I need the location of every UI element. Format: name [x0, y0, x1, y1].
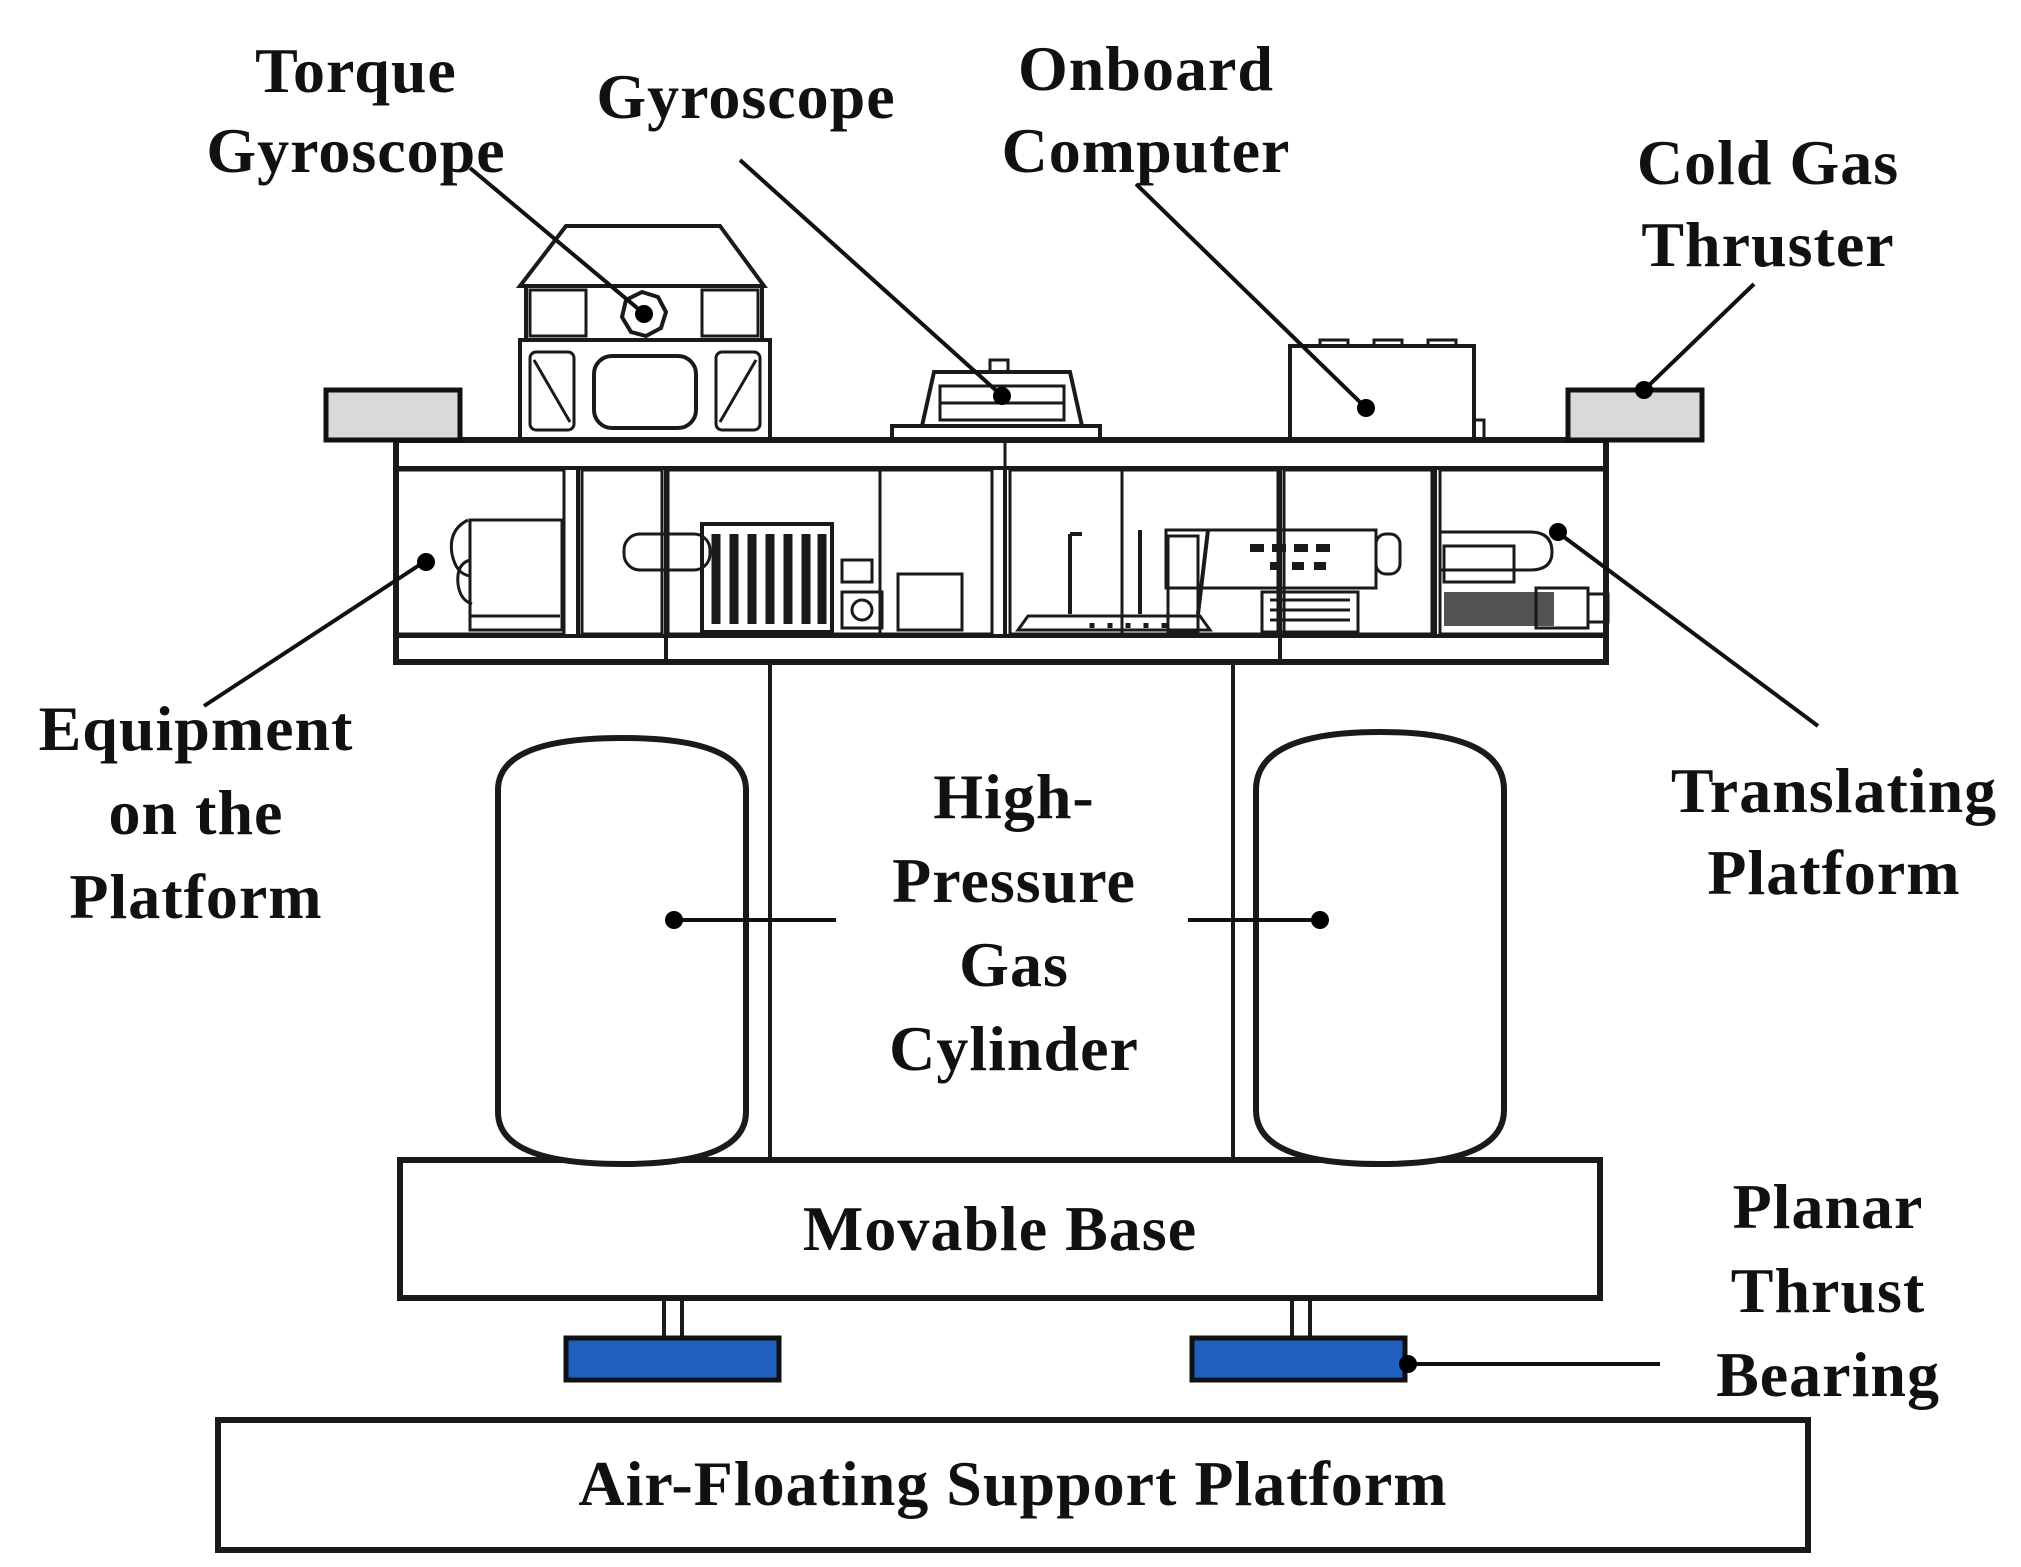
thrust-bearing-right — [1189, 1296, 1408, 1383]
gyroscope-device — [890, 358, 1102, 442]
leader-lines — [202, 158, 1820, 1373]
equipment-label-line1: Equipment — [39, 693, 354, 764]
torque-gyroscope-label-line2: Gyroscope — [206, 115, 505, 186]
equipment-label-line3: Platform — [69, 861, 322, 932]
translating-platform-label-line2: Platform — [1707, 837, 1960, 908]
equipment-label-line2: on the — [109, 777, 284, 848]
planar-thrust-bearing-label-line3: Bearing — [1716, 1339, 1940, 1410]
gyroscope-label: Gyroscope — [596, 61, 895, 132]
movable-base — [397, 1157, 1603, 1301]
planar-thrust-bearing-label-line2: Thrust — [1731, 1255, 1926, 1326]
platform-equipment — [449, 518, 1610, 634]
onboard-computer-label-line2: Computer — [1002, 115, 1291, 186]
torque-gyroscope-device — [515, 224, 772, 442]
onboard-computer-device — [1288, 338, 1486, 442]
air-floating-platform-label: Air-Floating Support Platform — [578, 1448, 1447, 1519]
planar-thrust-bearing-label-line1: Planar — [1733, 1171, 1924, 1242]
thrust-bearing-left — [563, 1296, 782, 1383]
cold-gas-thruster-right — [1565, 387, 1705, 443]
gas-cylinder-label-line3: Gas — [959, 929, 1069, 1000]
gas-cylinder-label-line4: Cylinder — [889, 1013, 1139, 1084]
onboard-computer-label-line1: Onboard — [1018, 33, 1274, 104]
translating-platform-label-line1: Translating — [1671, 755, 1997, 826]
gas-cylinder-label-line2: Pressure — [892, 845, 1136, 916]
gas-cylinder-left — [495, 734, 749, 1168]
translating-platform — [393, 437, 1609, 665]
torque-gyroscope-label-line1: Torque — [255, 35, 457, 106]
gas-cylinder-right — [1253, 728, 1507, 1168]
gas-cylinder-label-line1: High- — [933, 761, 1094, 832]
cold-gas-thruster-label-line1: Cold Gas — [1637, 127, 1899, 198]
cold-gas-thruster-left — [323, 387, 463, 443]
movable-base-label: Movable Base — [803, 1193, 1197, 1264]
air-floating-support-platform — [215, 1417, 1811, 1553]
cold-gas-thruster-label-line2: Thruster — [1641, 209, 1894, 280]
